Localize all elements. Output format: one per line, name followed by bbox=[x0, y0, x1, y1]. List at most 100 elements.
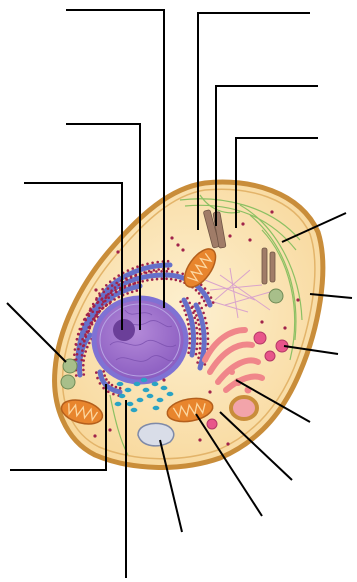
ribosome-dot bbox=[100, 298, 103, 301]
ribosome-dot bbox=[92, 305, 95, 308]
ribosome-dot bbox=[126, 292, 129, 295]
ribosome-dot bbox=[99, 294, 102, 297]
ribosome-dot bbox=[76, 353, 79, 356]
ribosome-dot bbox=[84, 350, 87, 353]
smooth-er-tubule bbox=[127, 402, 134, 406]
ribosome-dot bbox=[111, 384, 114, 387]
ribosome-dot bbox=[203, 300, 206, 303]
ribosome-dot bbox=[198, 352, 201, 355]
ribosome-dot bbox=[82, 323, 85, 326]
ribosome-dot bbox=[150, 271, 153, 274]
ribosome-dot bbox=[205, 304, 208, 307]
ribosome-dot bbox=[199, 347, 202, 350]
ribosome-dot bbox=[114, 286, 117, 289]
ribosome-dot bbox=[96, 302, 99, 305]
smooth-er-tubule bbox=[143, 388, 150, 392]
ribosome-dot bbox=[189, 337, 192, 340]
ribosome-dot bbox=[195, 327, 198, 330]
ribosome-dot bbox=[101, 288, 104, 291]
ribosome-dot bbox=[95, 298, 98, 301]
ribosome-dot bbox=[135, 274, 138, 277]
ribosome-dot bbox=[151, 262, 154, 265]
ribosome-dot bbox=[196, 332, 199, 335]
ribosome-dot bbox=[179, 280, 182, 283]
ribosome-dot bbox=[186, 297, 189, 300]
ribosome-dot bbox=[114, 289, 117, 292]
ribosome-dot bbox=[157, 268, 160, 271]
ribosome-dot bbox=[110, 292, 113, 295]
ribosome-dot bbox=[117, 274, 120, 277]
ribosome-dot bbox=[83, 355, 86, 358]
ribosome-dot bbox=[81, 354, 84, 357]
ribosome-dot bbox=[96, 377, 99, 380]
ribosome-dot bbox=[88, 314, 91, 317]
ribosome-dot bbox=[170, 278, 173, 281]
ribosome-dot bbox=[113, 298, 116, 301]
ribosome-dot bbox=[112, 393, 115, 396]
ribosome-dot bbox=[160, 270, 163, 273]
ribosome-dot bbox=[181, 273, 184, 276]
ribosome-dot bbox=[105, 304, 108, 307]
ribosome-dot bbox=[191, 306, 194, 309]
ribosome-dot bbox=[195, 353, 198, 356]
ribosome-dot bbox=[77, 348, 80, 351]
smooth-er-tubule bbox=[119, 394, 126, 398]
smooth-er-tubule bbox=[134, 382, 141, 386]
ribosome-dot bbox=[205, 322, 208, 325]
ribosome-dot bbox=[200, 307, 203, 310]
ribosome-dot bbox=[188, 347, 191, 350]
ribosome-dot bbox=[188, 332, 191, 335]
smooth-er-tubule bbox=[137, 398, 144, 402]
ribosome-dot bbox=[206, 327, 209, 330]
ribosome-dot bbox=[188, 328, 191, 331]
smooth-er-tubule bbox=[161, 386, 168, 390]
smooth-er-tubule bbox=[115, 402, 122, 406]
ribosome-dot bbox=[75, 343, 78, 346]
ribosome-dot bbox=[107, 390, 110, 393]
ribosome-dot bbox=[188, 342, 191, 345]
ribosome-dot bbox=[207, 292, 210, 295]
ribosome-dot bbox=[151, 278, 154, 281]
ribosome-dot bbox=[194, 317, 197, 320]
ribosome-dot bbox=[207, 337, 210, 340]
nucleolus bbox=[113, 319, 135, 341]
ribosome-dot bbox=[204, 363, 207, 366]
ribosome-dot bbox=[131, 291, 134, 294]
ribosome-dot bbox=[127, 269, 130, 272]
ribosome-dot bbox=[125, 277, 128, 280]
ribosome-dot bbox=[201, 296, 204, 299]
ribosome-dot bbox=[99, 382, 102, 385]
ribosome-dot bbox=[187, 323, 190, 326]
ribosome-dot bbox=[77, 333, 80, 336]
ribosome-dot bbox=[185, 314, 188, 317]
ribosome-dot bbox=[88, 327, 91, 330]
smooth-er-tubule bbox=[167, 392, 174, 396]
ribosome-dot bbox=[79, 343, 82, 346]
ribosome-dot bbox=[197, 319, 200, 322]
ribosome-dot bbox=[207, 343, 210, 346]
smooth-er-tubule bbox=[141, 378, 148, 382]
ribosome-dot bbox=[199, 342, 202, 345]
ribosome-dot bbox=[136, 289, 139, 292]
smooth-er-tubule bbox=[152, 382, 159, 386]
ribosome-dot bbox=[210, 296, 213, 299]
ribosome-dot bbox=[204, 287, 207, 290]
ribosome-dot bbox=[204, 317, 207, 320]
ribosome-dot bbox=[113, 277, 116, 280]
ribosome-dot bbox=[103, 374, 106, 377]
ribosome-dot bbox=[82, 364, 85, 367]
ribosome-dot bbox=[79, 328, 82, 331]
vacuole bbox=[138, 423, 174, 445]
ribosome-dot bbox=[145, 272, 148, 275]
ribosome-dot bbox=[91, 323, 94, 326]
ribosome-dot bbox=[95, 371, 98, 374]
ribosome-dot bbox=[82, 359, 85, 362]
ribosome-dot bbox=[171, 270, 174, 273]
ribosome-dot bbox=[105, 284, 108, 287]
ribosome-dot bbox=[196, 348, 199, 351]
ribosome-dot bbox=[74, 348, 77, 351]
ribosome-dot bbox=[175, 279, 178, 282]
ribosome-dot bbox=[82, 369, 85, 372]
ribosome-dot bbox=[141, 280, 144, 283]
ribosome-dot bbox=[196, 361, 199, 364]
